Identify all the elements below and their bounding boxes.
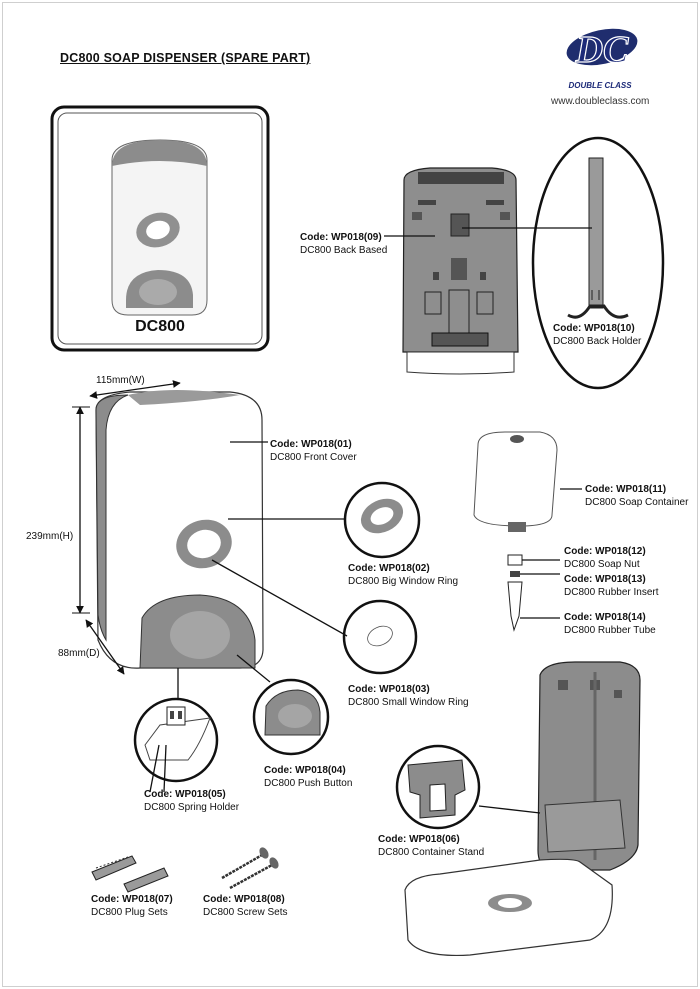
height-dimension-label: 239mm(H) xyxy=(26,531,74,542)
part-label-screw-sets: Code: WP018(08) DC800 Screw Sets xyxy=(203,893,287,919)
soap-container-drawing xyxy=(473,431,558,532)
part-label-rubber-tube: Code: WP018(14) DC800 Rubber Tube xyxy=(564,611,656,637)
part-code: Code: WP018(01) xyxy=(270,439,352,450)
part-name: DC800 Back Based xyxy=(300,245,388,256)
product-preview: DC800 xyxy=(50,105,270,352)
part-name: DC800 Rubber Insert xyxy=(564,587,659,598)
spring-holder-drawing xyxy=(133,697,219,783)
part-label-push-button: Code: WP018(04) DC800 Push Button xyxy=(264,764,352,790)
part-name: DC800 Soap Container xyxy=(585,497,689,508)
part-name: DC800 Container Stand xyxy=(378,847,485,858)
part-label-spring-holder: Code: WP018(05) DC800 Spring Holder xyxy=(144,788,239,814)
brand-logo: DC DOUBLE CLASS xyxy=(566,28,638,90)
push-button-drawing xyxy=(252,678,330,756)
part-name: DC800 Plug Sets xyxy=(91,907,168,918)
tube-parts-drawing xyxy=(507,554,523,632)
part-name: DC800 Big Window Ring xyxy=(348,576,459,587)
part-name: DC800 Soap Nut xyxy=(564,559,640,570)
part-name: DC800 Small Window Ring xyxy=(348,697,469,708)
part-code: Code: WP018(12) xyxy=(564,546,646,557)
part-code: Code: WP018(14) xyxy=(564,612,646,623)
page-title: DC800 SOAP DISPENSER (SPARE PART) xyxy=(60,51,311,65)
part-label-rubber-insert: Code: WP018(13) DC800 Rubber Insert xyxy=(564,573,659,599)
big-window-ring-drawing xyxy=(343,481,421,559)
part-code: Code: WP018(13) xyxy=(564,574,646,585)
part-code: Code: WP018(04) xyxy=(264,765,346,776)
part-code: Code: WP018(02) xyxy=(348,563,430,574)
plug-sets-drawing xyxy=(91,855,169,893)
part-code: Code: WP018(05) xyxy=(144,789,226,800)
part-label-front-cover: Code: WP018(01) DC800 Front Cover xyxy=(270,438,357,464)
part-label-big-window-ring: Code: WP018(02) DC800 Big Window Ring xyxy=(348,562,458,588)
depth-dimension-label: 88mm(D) xyxy=(58,648,100,659)
part-name: DC800 Push Button xyxy=(264,778,353,789)
small-window-ring-drawing xyxy=(342,599,418,675)
part-code: Code: WP018(06) xyxy=(378,834,460,845)
container-stand-drawing xyxy=(395,744,481,830)
part-name: DC800 Screw Sets xyxy=(203,907,288,918)
logo-letters: DC xyxy=(575,29,629,71)
back-base-drawing xyxy=(402,167,519,375)
screw-sets-drawing xyxy=(221,847,279,890)
dimension-lines xyxy=(72,380,181,675)
back-holder-drawing xyxy=(531,136,665,390)
part-label-back-based: Code: WP018(09) DC800 Back Based xyxy=(300,231,387,257)
part-label-soap-container: Code: WP018(11) DC800 Soap Container xyxy=(585,483,688,509)
part-label-small-window-ring: Code: WP018(03) DC800 Small Window Ring xyxy=(348,683,469,709)
part-name: DC800 Back Holder xyxy=(553,336,642,347)
open-dispenser-drawing xyxy=(404,661,641,957)
part-label-soap-nut: Code: WP018(12) DC800 Soap Nut xyxy=(564,545,646,571)
width-dimension-label: 115mm(W) xyxy=(96,375,145,386)
part-label-back-holder: Code: WP018(10) DC800 Back Holder xyxy=(553,322,641,348)
part-code: Code: WP018(11) xyxy=(585,484,667,495)
part-code: Code: WP018(10) xyxy=(553,323,635,334)
part-code: Code: WP018(09) xyxy=(300,232,382,243)
part-name: DC800 Front Cover xyxy=(270,452,357,463)
leader-lines xyxy=(149,227,592,814)
brand-website: www.doubleclass.com xyxy=(551,96,650,107)
part-name: DC800 Spring Holder xyxy=(144,802,240,813)
part-code: Code: WP018(03) xyxy=(348,684,430,695)
main-dispenser-drawing xyxy=(95,390,264,669)
part-code: Code: WP018(08) xyxy=(203,894,285,905)
model-label: DC800 xyxy=(135,318,185,335)
part-label-container-stand: Code: WP018(06) DC800 Container Stand xyxy=(378,833,484,859)
part-name: DC800 Rubber Tube xyxy=(564,625,656,636)
logo-tagline: DOUBLE CLASS xyxy=(568,81,632,90)
part-code: Code: WP018(07) xyxy=(91,894,173,905)
part-label-plug-sets: Code: WP018(07) DC800 Plug Sets xyxy=(91,893,173,919)
